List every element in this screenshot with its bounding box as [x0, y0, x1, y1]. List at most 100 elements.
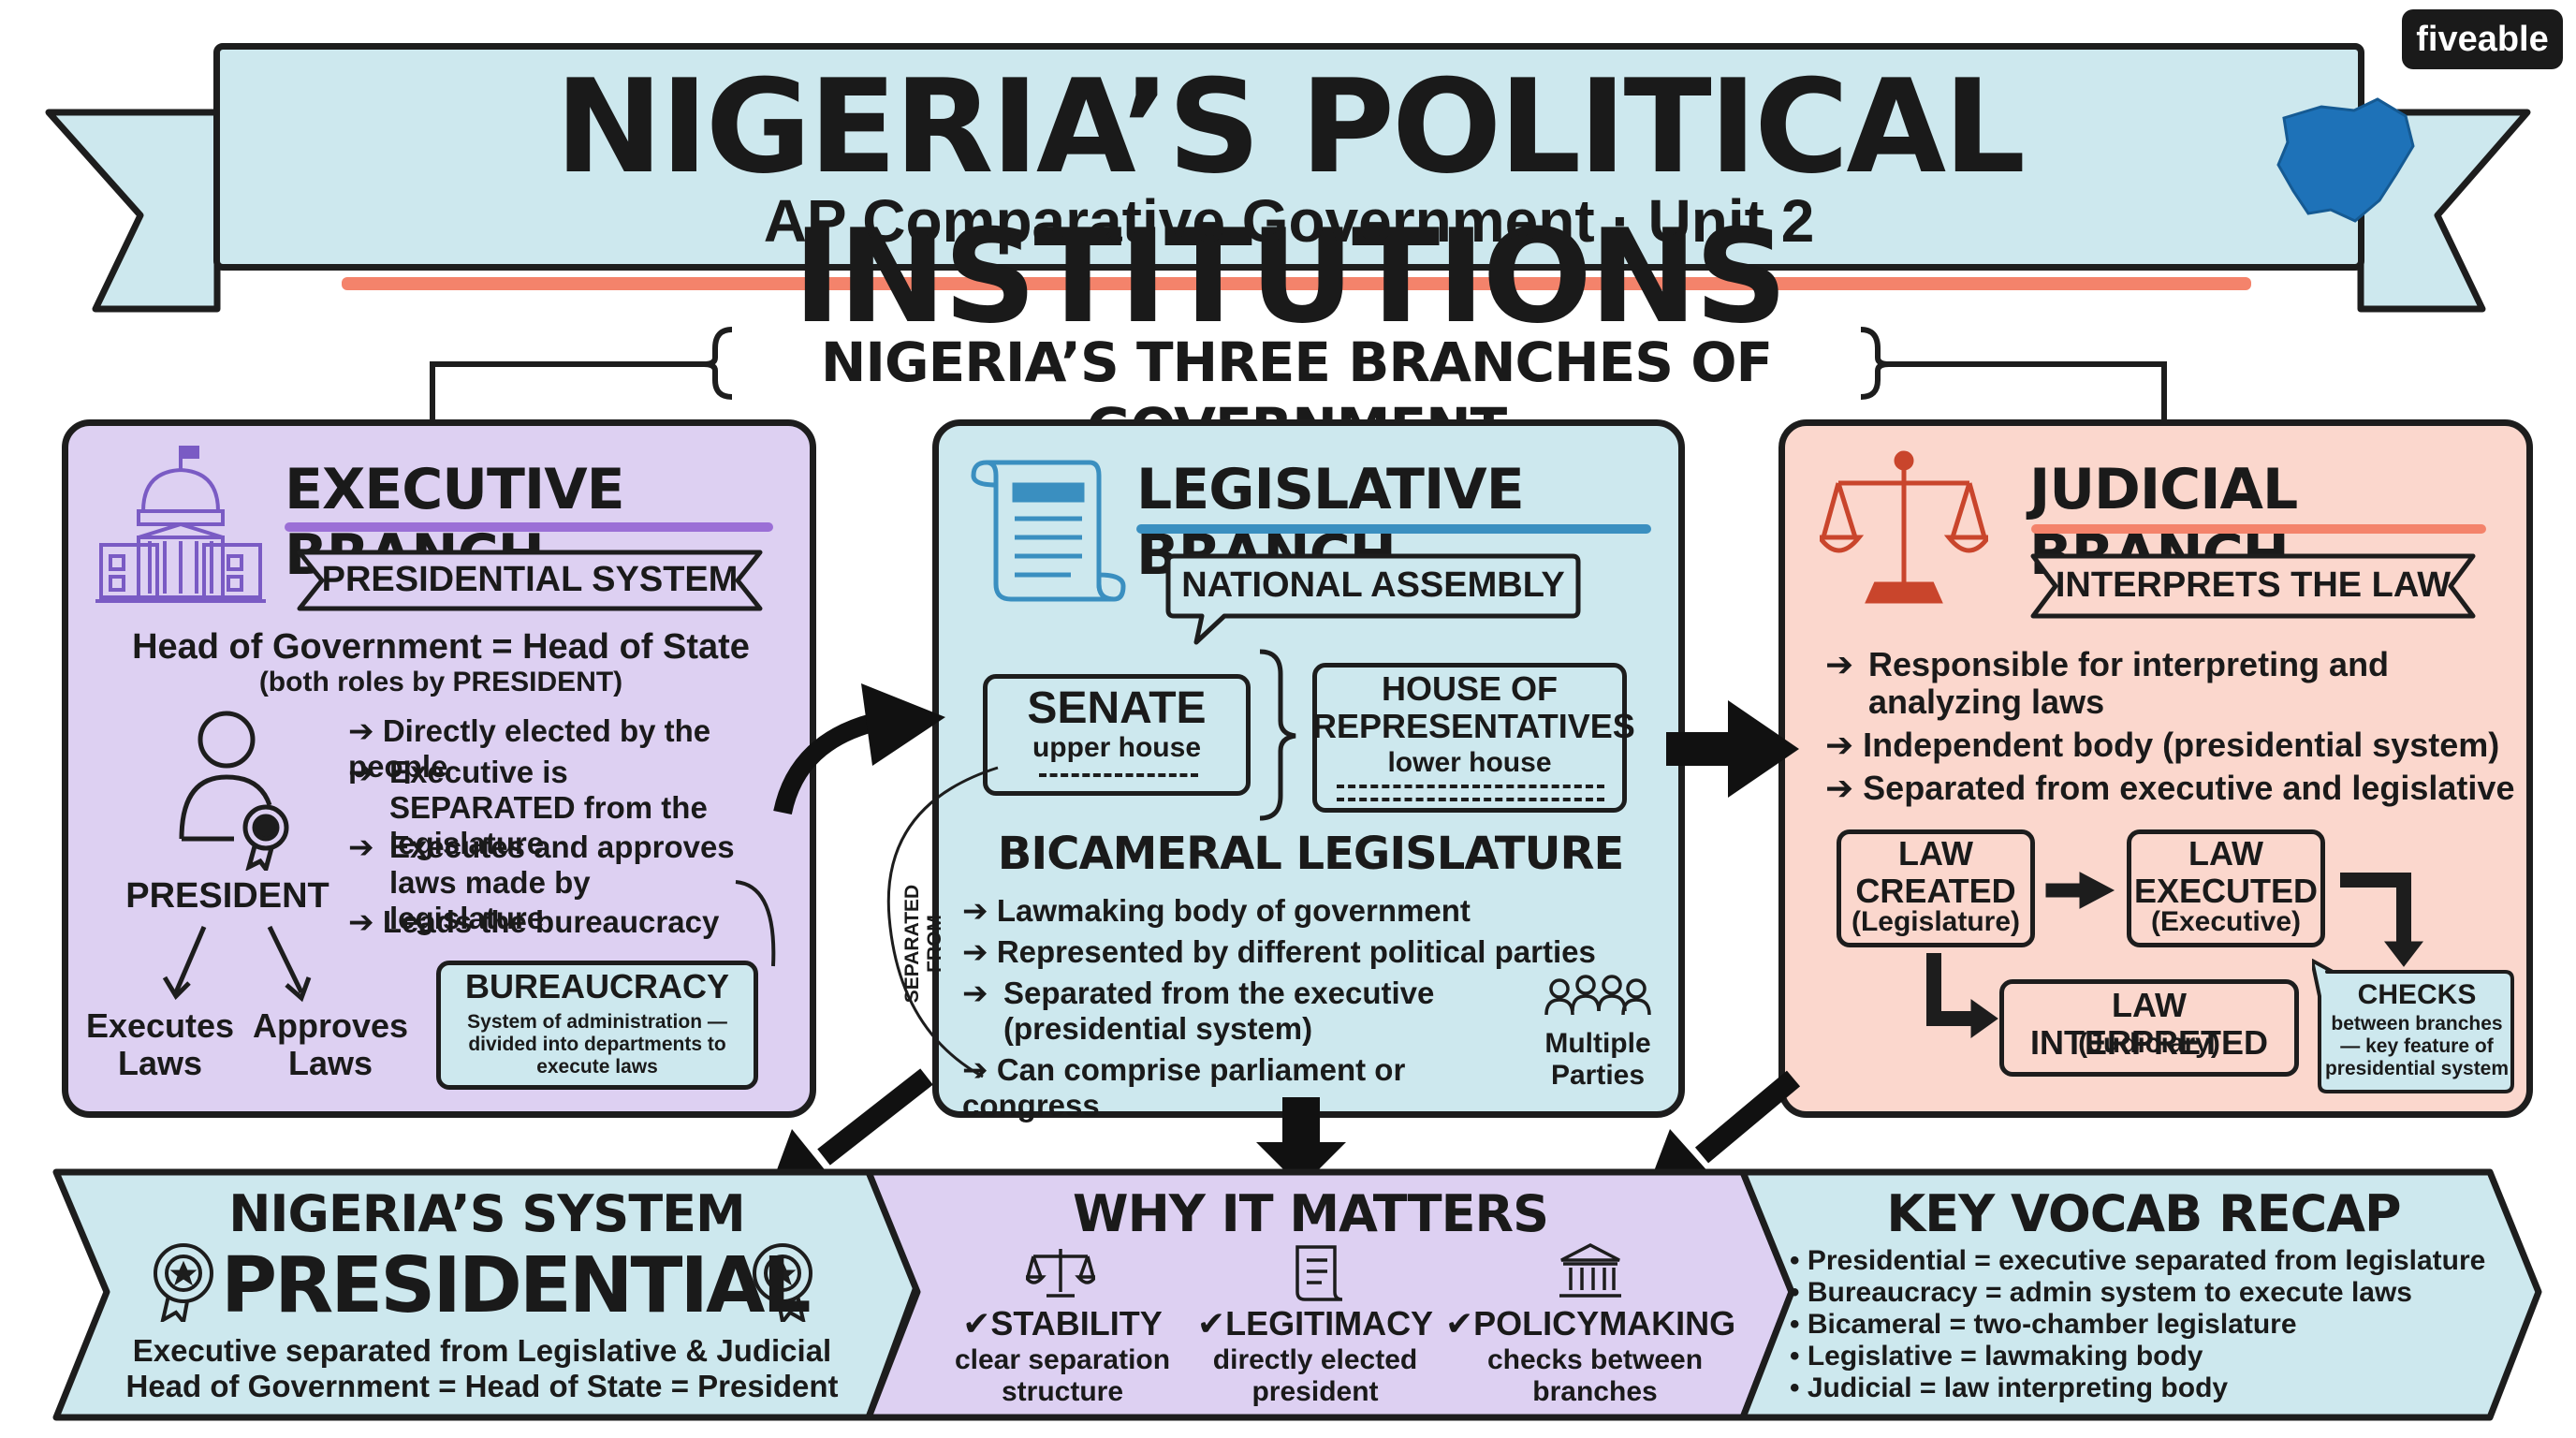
bureaucracy-desc: System of administration — divided into … [467, 1011, 727, 1078]
vocab-chevron [1739, 1168, 2542, 1421]
checks-sub: between branches — key feature of presid… [2324, 1013, 2510, 1079]
legis-bullet-1: ➔ Lawmaking body of government [962, 893, 1471, 928]
why-item-stability-desc: clear separation structure [954, 1344, 1171, 1407]
legis-bullet-2: ➔ Represented by different political par… [962, 934, 1596, 969]
interprets-law-ribbon [2030, 553, 2476, 619]
law-created-box [1837, 829, 2035, 947]
vocab-item-4-text: Legislative = lawmaking body [1807, 1341, 2203, 1372]
brand-text: fiveable [2416, 20, 2549, 59]
vocab-heading: KEY VOCAB RECAP [1886, 1184, 2401, 1243]
senate-box [983, 674, 1251, 796]
senate-sub: upper house [1032, 732, 1201, 763]
exec-bullet-3-text: Executes and approves laws made by legis… [389, 829, 735, 935]
vocab-item-1: • Presidential = executive separated fro… [1790, 1245, 2486, 1276]
jud-bullet-1: ➔Responsible for interpreting and analyz… [1825, 646, 2406, 721]
award-badge-icon-right [753, 1243, 812, 1322]
fiveable-logo: fiveable [2402, 9, 2563, 69]
vocab-item-5: • Judicial = law interpreting body [1790, 1372, 2229, 1403]
page-title: NIGERIA’S POLITICAL INSTITUTIONS [554, 51, 2026, 352]
scroll-document-icon [971, 460, 1126, 602]
law-created-label: LAW CREATED [1855, 834, 2016, 910]
vocab-item-2: • Bureaucracy = admin system to execute … [1790, 1277, 2412, 1308]
exec-to-legis-arrowhead [861, 683, 945, 766]
judicial-underline [2031, 524, 2486, 534]
bracket-right [1860, 327, 1890, 400]
capitol-building-icon [95, 446, 266, 603]
why-item-legitimacy: ✔LEGITIMACY [1196, 1304, 1434, 1343]
jud-bullet-3-text: Separated from executive and legislative [1863, 769, 2515, 807]
jud-bullet-2: ➔ Independent body (presidential system) [1825, 726, 2500, 764]
head-of-government-line: Head of Government = Head of State [132, 627, 750, 667]
exec-bullet-2: ➔Executive is SEPARATED from the legisla… [348, 755, 751, 861]
executes-laws-label: Executes Laws [85, 1006, 235, 1082]
law-executed-box [2127, 829, 2325, 947]
scales-icon-small [1026, 1249, 1095, 1298]
exec-bullet-4: ➔ Leads the bureaucracy [348, 904, 720, 939]
multiple-people-icon [1544, 975, 1651, 1016]
award-badge-icon-left [154, 1243, 213, 1322]
system-line-2: Head of Government = Head of State = Pre… [125, 1369, 839, 1403]
legis-to-why-arrowhead [1256, 1142, 1346, 1187]
legis-bullet-3-text: Separated from the executive (presidenti… [1003, 976, 1435, 1046]
exec-bullet-1: ➔ Directly elected by the people [348, 713, 711, 784]
bicameral-label: BICAMERAL LEGISLATURE [997, 828, 1624, 880]
law-flow-arrows [1926, 872, 2424, 1038]
document-scroll-icon-small [1295, 1245, 1343, 1301]
scales-of-justice-icon [1820, 450, 1988, 604]
legis-bullet-4: ➔ Can comprise parliament or congress [962, 1052, 1406, 1123]
head-of-government-sub: (both roles by PRESIDENT) [258, 667, 623, 697]
law-interpreted-sub: (Judiciary) [2078, 1028, 2220, 1059]
banner-tail-left [45, 109, 221, 313]
why-item-policymaking: ✔POLICYMAKING [1445, 1304, 1736, 1343]
why-item-stability: ✔STABILITY [962, 1304, 1163, 1343]
vocab-item-1-text: Presidential = executive separated from … [1807, 1245, 2486, 1276]
connector-left [430, 361, 711, 419]
presidential-system-ribbon [297, 550, 763, 611]
interprets-law-label: INTERPRETS THE LAW [2055, 565, 2452, 605]
page-subtitle: AP Comparative Government · Unit 2 [763, 187, 1815, 255]
jud-bullet-2-text: Independent body (presidential system) [1863, 726, 2500, 764]
presidential-big-label: PRESIDENTIAL [221, 1241, 812, 1330]
house-box [1312, 663, 1627, 813]
vocab-item-4: • Legislative = lawmaking body [1790, 1341, 2203, 1372]
house-label: HOUSE OF REPRESENTATIVES [1312, 669, 1635, 745]
presidential-system-label: PRESIDENTIAL SYSTEM [321, 560, 739, 599]
bureaucracy-box [436, 961, 758, 1090]
legis-to-jud-arrowhead [1728, 700, 1799, 798]
president-person-icon [179, 711, 289, 871]
law-interpreted-box [1999, 979, 2299, 1077]
vocab-item-3: • Bicameral = two-chamber legislature [1790, 1309, 2297, 1340]
nigeria-map-icon [2276, 97, 2415, 223]
exec-bullet-1-text: Directly elected by the people [348, 713, 711, 784]
executive-underline [285, 522, 773, 532]
connector-right [1881, 361, 2167, 419]
senate-label: SENATE [1027, 683, 1207, 733]
legis-bullet-4-text: Can comprise parliament or congress [962, 1052, 1406, 1123]
bureaucracy-title: BUREAUCRACY [464, 967, 729, 1005]
banner-underline [342, 277, 2251, 290]
president-arrows [162, 925, 312, 1003]
senate-dashes [1039, 773, 1198, 777]
why-heading: WHY IT MATTERS [1073, 1184, 1549, 1243]
bureaucracy-connector [735, 880, 776, 967]
law-executed-sub: (Executive) [2150, 906, 2302, 937]
system-heading: NIGERIA’S SYSTEM [228, 1184, 746, 1243]
house-brace [1259, 649, 1296, 821]
why-item-legitimacy-label: LEGITIMACY [1225, 1304, 1434, 1343]
house-dashes-1 [1337, 785, 1604, 788]
system-line-1: Executive separated from Legislative & J… [132, 1333, 832, 1368]
jud-bullet-3: ➔ Separated from executive and legislati… [1825, 769, 2515, 807]
house-dashes-2 [1337, 798, 1604, 801]
multiple-parties-label: Multiple Parties [1544, 1028, 1651, 1091]
law-created-sub: (Legislature) [1851, 906, 2021, 937]
national-assembly-bubble [1165, 553, 1581, 645]
government-building-icon-small [1559, 1243, 1621, 1298]
law-executed-label: LAW EXECUTED [2133, 834, 2319, 910]
approves-laws-label: Approves Laws [252, 1006, 409, 1082]
vocab-item-3-text: Bicameral = two-chamber legislature [1807, 1309, 2297, 1340]
law-interpreted-label: LAW INTERPRETED [2029, 986, 2269, 1062]
jud-bullet-1-text: Responsible for interpreting and analyzi… [1868, 645, 2390, 721]
legislative-underline [1136, 524, 1651, 534]
why-item-stability-label: STABILITY [990, 1304, 1163, 1343]
